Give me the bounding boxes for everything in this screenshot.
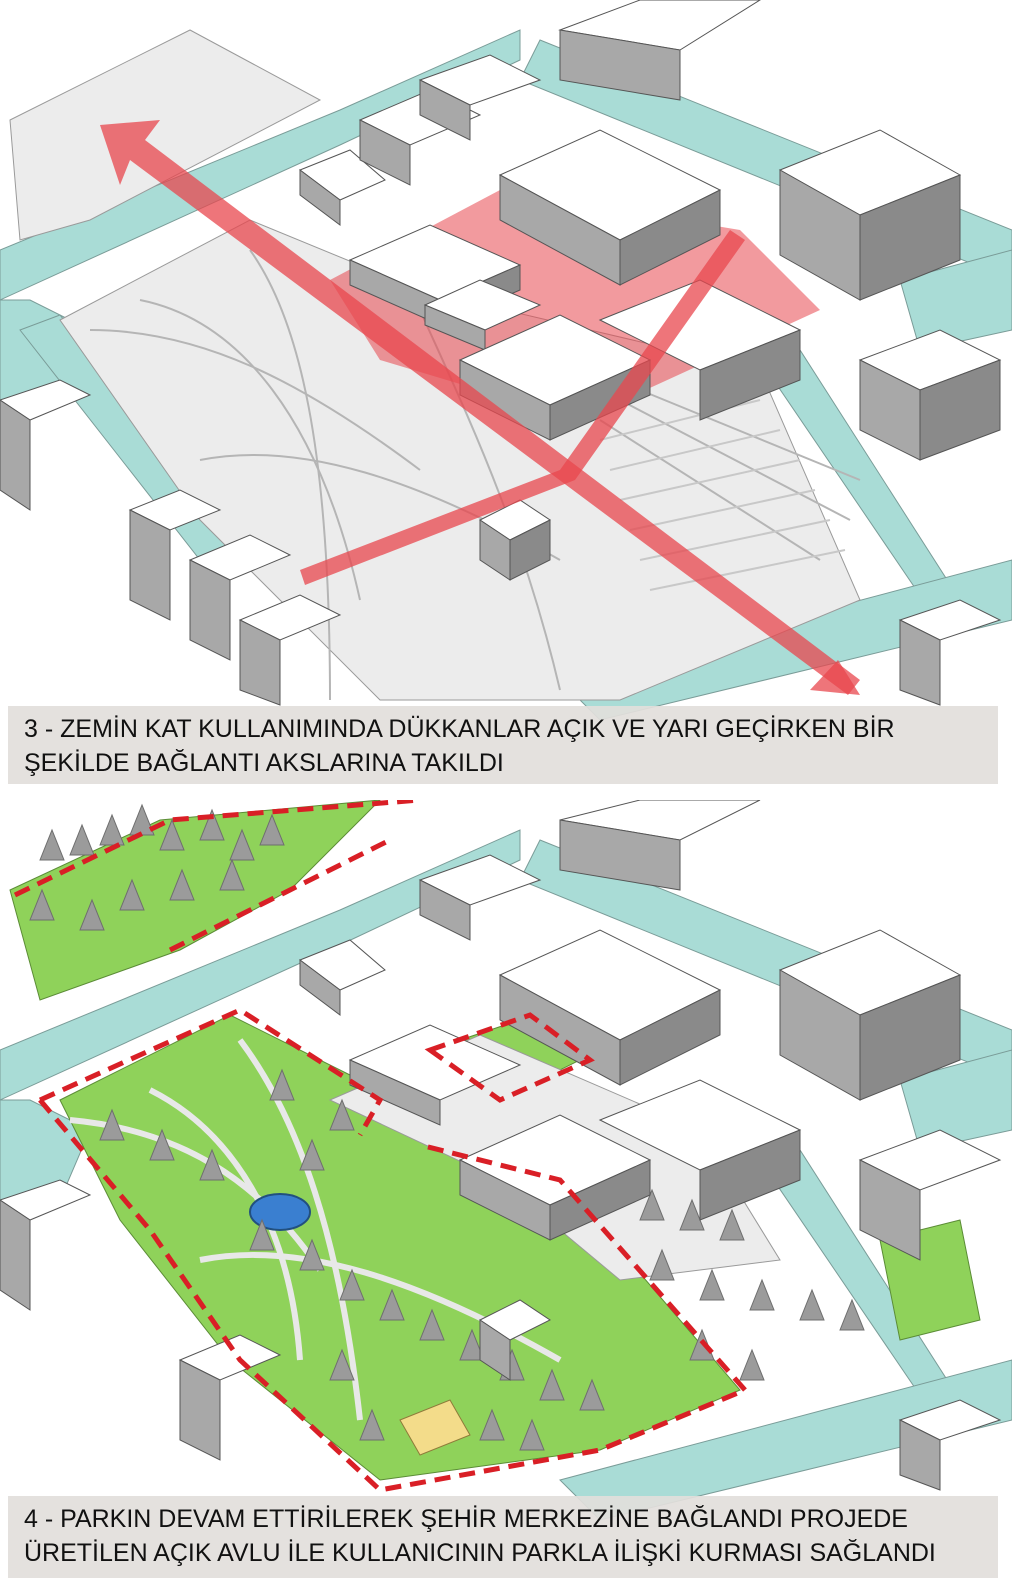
- building: [598, 279, 802, 421]
- plaza-north-west: [9, 29, 322, 241]
- caption-line: ŞEKİLDE BAĞLANTI AKSLARINA TAKILDI: [24, 749, 504, 777]
- park-boundary: [13, 800, 750, 1493]
- building: [858, 1129, 1002, 1261]
- building: [558, 0, 761, 101]
- building: [418, 854, 542, 941]
- tree-icon: [99, 1068, 605, 1451]
- caption-ground-floor: 3 - ZEMİN KAT KULLANIMINDA DÜKKANLAR AÇI…: [8, 706, 998, 784]
- buildings-top: [0, 0, 1002, 706]
- tree-icon: [29, 803, 285, 931]
- building: [418, 54, 542, 141]
- site-plan-park: [0, 800, 1012, 1521]
- building: [0, 1179, 92, 1311]
- building: [479, 499, 551, 581]
- tree-icon: [639, 1188, 865, 1381]
- buildings-bottom: [0, 800, 1002, 1491]
- plaza-ground: [59, 219, 861, 701]
- building: [559, 800, 761, 891]
- building: [178, 1334, 282, 1461]
- building: [498, 129, 722, 286]
- building: [778, 929, 962, 1101]
- caption-line: ÜRETİLEN AÇIK AVLU İLE KULLANICININ PARK…: [24, 1539, 936, 1567]
- tree-group: [29, 803, 865, 1451]
- building: [898, 1399, 1002, 1491]
- building: [0, 379, 92, 511]
- building: [298, 939, 386, 1016]
- road-north: [0, 29, 521, 301]
- panel-park-connection: 4 - PARKIN DEVAM ETTİRİLEREK ŞEHİR MERKE…: [0, 800, 1012, 1584]
- site-plan-ground-floor: [0, 0, 1012, 721]
- caption-line: 4 - PARKIN DEVAM ETTİRİLEREK ŞEHİR MERKE…: [24, 1505, 908, 1533]
- building: [458, 1114, 652, 1241]
- building: [479, 1299, 551, 1381]
- court-icon: [399, 1399, 471, 1456]
- panel-ground-floor-axes: 3 - ZEMİN KAT KULLANIMINDA DÜKKANLAR AÇI…: [0, 0, 1012, 790]
- building: [858, 329, 1002, 461]
- caption-park-connection: 4 - PARKIN DEVAM ETTİRİLEREK ŞEHİR MERKE…: [8, 1496, 998, 1578]
- building: [598, 1079, 802, 1221]
- caption-line: 3 - ZEMİN KAT KULLANIMINDA DÜKKANLAR AÇI…: [24, 715, 895, 743]
- park-green-areas: [9, 800, 981, 1481]
- building: [778, 129, 962, 301]
- building: [188, 534, 292, 661]
- building: [898, 599, 1002, 706]
- building: [128, 489, 222, 621]
- road-east: [899, 249, 1012, 351]
- axis-arrow-icon: [100, 120, 860, 695]
- building: [238, 594, 342, 706]
- building: [423, 279, 542, 351]
- building: [298, 149, 386, 226]
- pond-icon: [249, 1193, 311, 1231]
